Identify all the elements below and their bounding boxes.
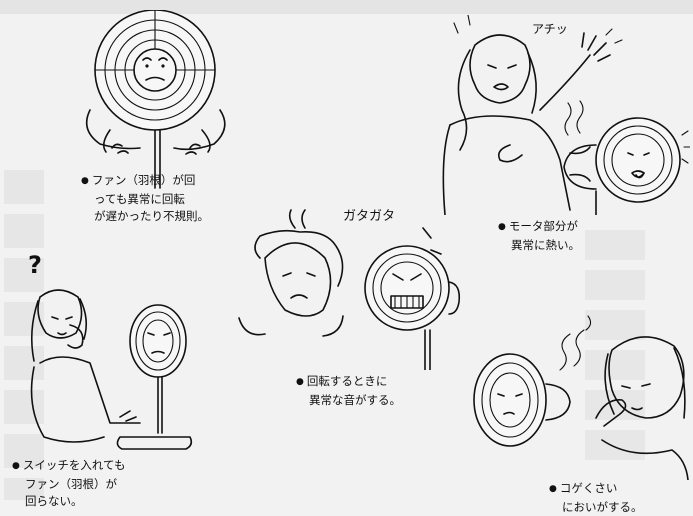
caption-line: ファン（羽根）が [25, 477, 117, 491]
caption-line: 異常に熱い。 [511, 238, 580, 252]
illustration-switch-no-rotation: ? [10, 245, 210, 455]
caption-line: スイッチを入れても [12, 457, 126, 476]
background-ghost-text [4, 170, 44, 500]
caption-line: モータ部分が [498, 218, 580, 237]
caption-line: においがする。 [562, 500, 643, 514]
caption-switch-no-rotation: スイッチを入れても ファン（羽根）が 回らない。 [12, 457, 126, 510]
illustration-motor-hot: アチッ [420, 14, 691, 216]
caption-irregular-rotation: ファン（羽根）が回 っても異常に回転 が遅かったり不規則。 [81, 172, 209, 225]
caption-line: っても異常に回転 [94, 192, 185, 206]
caption-line: ファン（羽根）が回 [81, 172, 209, 191]
background-ghost-text-right [585, 230, 645, 460]
caption-burnt-smell: コゲくさい においがする。 [549, 480, 643, 516]
caption-line: コゲくさい [549, 480, 643, 499]
caption-line: 回転するときに [296, 373, 401, 392]
caption-motor-hot: モータ部分が 異常に熱い。 [498, 218, 580, 254]
sfx-rattle: ガタガタ [343, 209, 395, 224]
top-strip [0, 0, 693, 14]
caption-line: 回らない。 [25, 494, 83, 508]
question-mark: ? [28, 251, 42, 279]
illustration-strange-noise: ガタガタ [225, 198, 465, 371]
caption-line: 異常な音がする。 [309, 393, 401, 407]
illustration-burnt-smell [462, 310, 690, 481]
sfx-hot: アチッ [532, 22, 568, 36]
caption-line: が遅かったり不規則。 [94, 209, 209, 223]
illustration-irregular-rotation [70, 9, 260, 190]
caption-strange-noise: 回転するときに 異常な音がする。 [296, 373, 401, 409]
